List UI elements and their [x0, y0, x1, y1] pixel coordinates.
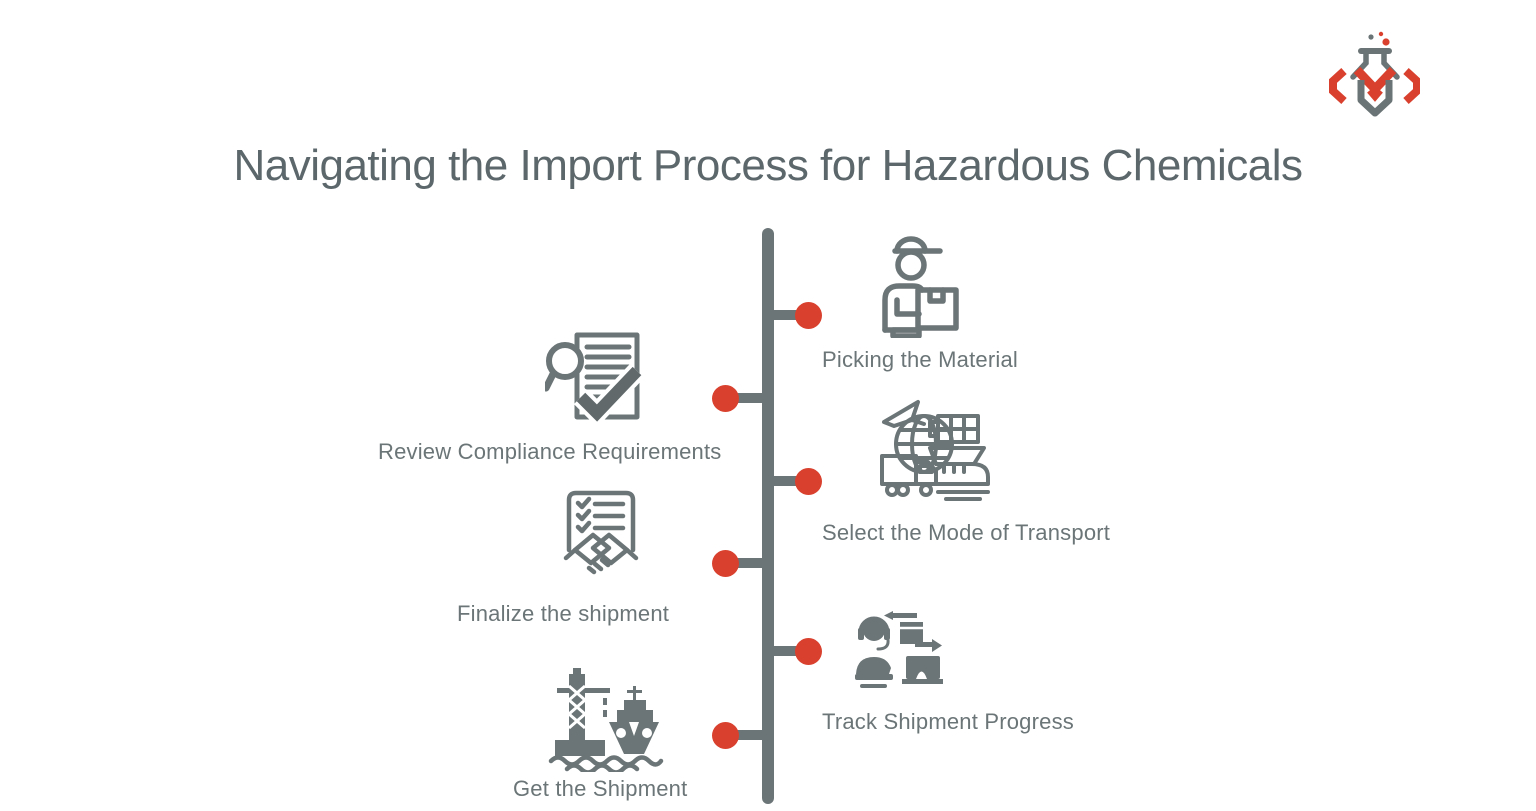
delivery-person-icon [882, 236, 959, 338]
timeline-node-dot [712, 722, 739, 749]
timeline-connector [768, 646, 808, 656]
timeline-node-dot [795, 468, 822, 495]
page-title: Navigating the Import Process for Hazard… [233, 141, 1303, 190]
handshake-checklist-icon [563, 490, 639, 575]
timeline-connector [768, 310, 808, 320]
step-label-get-shipment: Get the Shipment [513, 776, 688, 801]
chemistry-flask-logo-icon [1329, 31, 1420, 117]
timeline-line [762, 228, 774, 804]
step-label-finalize-shipment: Finalize the shipment [457, 601, 670, 626]
timeline-connector [726, 558, 768, 568]
timeline-node-dot [712, 550, 739, 577]
document-review-icon [545, 332, 645, 427]
timeline-node-dot [712, 385, 739, 412]
step-label-review-compliance: Review Compliance Requirements [378, 439, 722, 464]
step-label-picking-the-material: Picking the Material [822, 347, 1018, 372]
timeline-connector [726, 730, 768, 740]
step-label-select-transport: Select the Mode of Transport [822, 520, 1111, 545]
timeline-connector [726, 393, 768, 403]
timeline-node-dot [795, 302, 822, 329]
timeline-node-dot [795, 638, 822, 665]
timeline-connector [768, 476, 808, 486]
support-tracking-icon [855, 611, 943, 688]
port-ship-icon [548, 668, 664, 772]
step-label-track-progress: Track Shipment Progress [822, 709, 1074, 734]
transport-modes-icon [880, 400, 990, 501]
